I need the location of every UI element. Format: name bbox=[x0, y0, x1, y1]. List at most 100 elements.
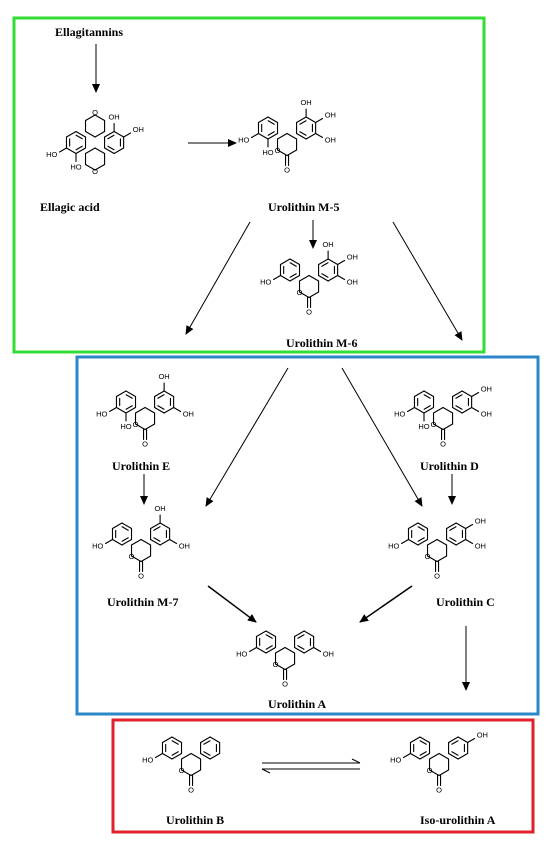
bond bbox=[267, 132, 279, 140]
bond bbox=[294, 646, 305, 654]
label-urolithin-m5: Urolithin M-5 bbox=[268, 200, 339, 214]
bond bbox=[448, 736, 459, 744]
bond bbox=[144, 423, 156, 431]
bond bbox=[419, 740, 427, 745]
bond bbox=[190, 769, 202, 777]
bond bbox=[150, 538, 161, 546]
bond bbox=[248, 646, 258, 653]
atom-label: HO bbox=[236, 649, 247, 658]
bond bbox=[438, 752, 450, 760]
bond bbox=[134, 406, 146, 414]
bond bbox=[286, 149, 298, 157]
bond bbox=[274, 663, 286, 671]
label-iso-urolithin-a: Iso-urolithin A bbox=[420, 813, 496, 827]
atom-label: HO bbox=[394, 409, 405, 418]
bond bbox=[305, 116, 317, 124]
bond bbox=[65, 147, 77, 155]
bond bbox=[84, 114, 96, 122]
bond bbox=[426, 555, 438, 563]
bond bbox=[315, 132, 324, 139]
atom-label: OH bbox=[347, 252, 358, 261]
bond bbox=[107, 134, 115, 140]
bond bbox=[451, 751, 459, 756]
atom-label: O bbox=[427, 766, 433, 775]
bond bbox=[303, 630, 315, 638]
bond bbox=[130, 538, 142, 546]
bond bbox=[125, 405, 133, 410]
bond bbox=[107, 145, 115, 151]
bond bbox=[163, 406, 175, 414]
bond bbox=[200, 752, 211, 760]
bond bbox=[449, 537, 457, 542]
bond bbox=[84, 163, 96, 171]
bond bbox=[157, 394, 165, 399]
bond bbox=[423, 405, 431, 410]
bond bbox=[471, 406, 480, 413]
bottom-panel-box bbox=[111, 718, 535, 834]
bond bbox=[75, 145, 83, 151]
bond bbox=[407, 522, 419, 530]
atom-label: OH bbox=[323, 649, 334, 658]
atom-label: OH bbox=[154, 504, 165, 513]
bond bbox=[299, 131, 307, 136]
atom-label: HO bbox=[390, 755, 401, 764]
bond bbox=[432, 406, 444, 414]
bond bbox=[467, 737, 476, 744]
bond bbox=[417, 526, 425, 531]
bond bbox=[455, 405, 463, 410]
bond bbox=[104, 130, 115, 138]
bond bbox=[413, 406, 425, 414]
bond bbox=[84, 147, 96, 155]
bond bbox=[318, 274, 329, 282]
bond bbox=[465, 523, 474, 530]
bond bbox=[417, 538, 429, 546]
arrow-to-m7 bbox=[205, 367, 289, 507]
atom-label: O bbox=[275, 146, 281, 155]
bond bbox=[108, 406, 118, 413]
bond bbox=[171, 752, 183, 760]
label-urolithin-c: Urolithin C bbox=[436, 595, 495, 609]
atom-label: OH bbox=[300, 98, 311, 107]
bond bbox=[190, 752, 202, 760]
atom-label: O bbox=[92, 167, 98, 176]
bond bbox=[318, 258, 329, 266]
bond bbox=[171, 736, 183, 744]
bond bbox=[436, 555, 448, 563]
bond bbox=[130, 555, 142, 563]
bond bbox=[305, 132, 317, 140]
atom-label: OH bbox=[325, 110, 336, 119]
atom-label: O bbox=[138, 571, 144, 580]
arrow-c-to-a bbox=[359, 585, 413, 623]
bond bbox=[461, 406, 473, 414]
atom-label: HO bbox=[142, 755, 153, 764]
bond bbox=[297, 634, 305, 639]
arrow-m5-to-left bbox=[185, 221, 251, 335]
arrow-to-c bbox=[341, 367, 423, 507]
bond bbox=[157, 405, 165, 410]
atom-label: HO bbox=[262, 148, 273, 157]
bond bbox=[465, 538, 474, 545]
bond bbox=[203, 740, 211, 745]
bond bbox=[265, 630, 277, 638]
bond bbox=[289, 258, 301, 266]
bond bbox=[327, 258, 339, 266]
bond bbox=[457, 736, 469, 744]
bond bbox=[121, 526, 129, 531]
bond bbox=[423, 394, 431, 399]
bond bbox=[153, 537, 161, 542]
bond bbox=[161, 752, 173, 760]
bond bbox=[417, 537, 425, 542]
atom-label: O bbox=[306, 307, 312, 316]
atom-label: HO bbox=[418, 422, 429, 431]
bond bbox=[267, 116, 279, 124]
bond bbox=[419, 736, 431, 744]
atom-label: OH bbox=[347, 277, 358, 286]
bond bbox=[265, 634, 273, 639]
bond bbox=[413, 390, 425, 398]
bond bbox=[125, 406, 137, 414]
